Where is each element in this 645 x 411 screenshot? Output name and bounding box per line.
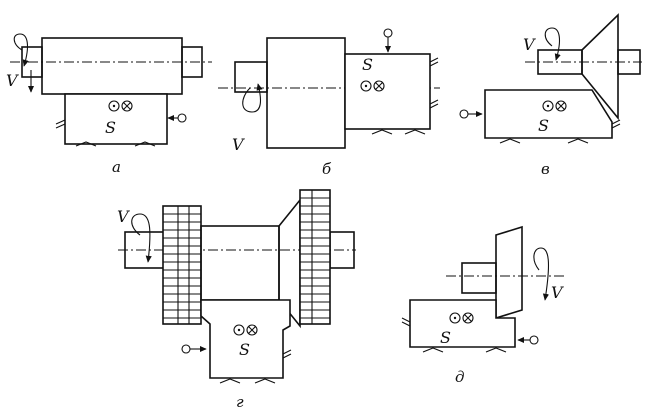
feed-out-symbol xyxy=(542,100,554,112)
feed-out-symbol xyxy=(108,100,120,112)
feed-out-symbol xyxy=(449,312,461,324)
end-mill xyxy=(495,225,523,320)
speed-label: V xyxy=(6,71,19,90)
caption-a: а xyxy=(112,158,121,176)
angle-cutter xyxy=(278,197,301,329)
workpiece xyxy=(409,299,516,348)
speed-label: V xyxy=(117,207,130,226)
panel-g: V S г xyxy=(117,189,356,411)
panel-d: V S д xyxy=(401,225,565,386)
feed-dot xyxy=(112,104,116,108)
feed-in-symbol xyxy=(555,100,567,112)
caption-g: г xyxy=(236,393,244,411)
caption-d: д xyxy=(455,368,465,386)
panel-b: V S б xyxy=(218,28,440,178)
feed-in-symbol xyxy=(121,100,133,112)
side-cutter-right xyxy=(299,189,331,325)
angle-cutter xyxy=(581,13,619,121)
panel-a: V S а xyxy=(6,33,212,176)
rotation-arrow xyxy=(131,213,152,263)
rotation-arrow xyxy=(544,27,561,61)
cylindrical-cutter xyxy=(200,225,280,301)
spindle xyxy=(461,262,497,294)
spindle xyxy=(234,61,268,93)
feed-out-symbol xyxy=(360,80,372,92)
supports xyxy=(499,138,589,144)
speed-label: V xyxy=(232,135,245,154)
rotation-arrow xyxy=(242,83,263,113)
feed-label: S xyxy=(239,340,250,359)
clamp xyxy=(282,349,292,359)
side-cutter-left xyxy=(162,205,202,325)
clamp xyxy=(611,119,621,129)
supports xyxy=(371,129,426,135)
caption-v: в xyxy=(541,160,550,178)
cylindrical-cutter xyxy=(41,37,183,95)
face-cutter xyxy=(266,37,346,149)
workpiece xyxy=(344,53,431,130)
clamp xyxy=(401,317,411,327)
clamp-left xyxy=(55,119,66,129)
workpiece xyxy=(200,299,291,379)
panel-v: V S в xyxy=(459,13,642,178)
supports xyxy=(422,347,507,353)
feed-label: S xyxy=(362,55,373,74)
clamps xyxy=(429,57,439,109)
feed-label: S xyxy=(440,328,451,347)
feed-in-symbol xyxy=(373,80,385,92)
feed-in-symbol xyxy=(246,324,258,336)
feed-label: S xyxy=(105,118,116,137)
feed-in-symbol xyxy=(462,312,474,324)
workpiece xyxy=(484,89,613,139)
feed-label: S xyxy=(538,116,549,135)
supports xyxy=(219,378,276,384)
rotation-arrow xyxy=(13,33,29,67)
speed-label: V xyxy=(523,35,536,54)
supports xyxy=(75,141,156,147)
rotation-arrow xyxy=(533,247,550,301)
speed-label: V xyxy=(551,283,564,302)
workpiece xyxy=(64,93,168,145)
caption-b: б xyxy=(322,160,332,178)
feed-out-symbol xyxy=(233,324,245,336)
